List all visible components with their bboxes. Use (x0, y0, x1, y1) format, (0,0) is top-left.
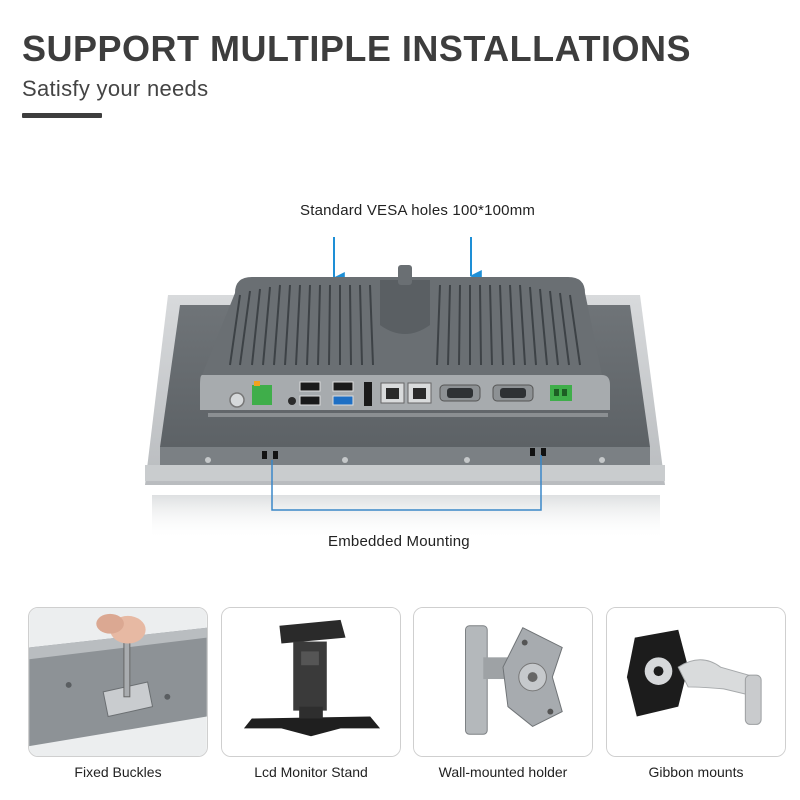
usb-port (299, 381, 321, 392)
lcd-monitor-stand-label: Lcd Monitor Stand (254, 764, 368, 780)
mount-slot (273, 451, 278, 459)
monitor-stand-image (222, 608, 400, 756)
screw (205, 457, 211, 463)
mount-slot (262, 451, 267, 459)
fixed-buckles-card[interactable] (28, 607, 208, 757)
panel-pc-rear-view (140, 225, 670, 555)
wall-mounted-holder-label: Wall-mounted holder (438, 764, 568, 780)
vesa-callout-label: Standard VESA holes 100*100mm (300, 202, 536, 219)
usb-port (299, 395, 321, 406)
usb-port (332, 395, 354, 406)
dc-power-connector (550, 385, 572, 401)
usb-port (332, 381, 354, 392)
title-underline (22, 113, 102, 118)
wall-mounted-holder-card[interactable] (413, 607, 593, 757)
wall-mount-image (414, 608, 592, 756)
screw (342, 457, 348, 463)
gibbon-mount-image (607, 608, 785, 756)
page-subtitle: Satisfy your needs (22, 76, 209, 101)
mount-slot (541, 448, 546, 456)
fixed-buckles-label: Fixed Buckles (74, 764, 162, 780)
page-title: SUPPORT MULTIPLE INSTALLATIONS (22, 28, 691, 69)
gibbon-mounts-label: Gibbon mounts (648, 764, 744, 780)
mount-slot (530, 448, 535, 456)
embedded-callout-label: Embedded Mounting (328, 533, 470, 550)
power-button (229, 392, 245, 408)
terminal-block (252, 385, 272, 405)
gibbon-mounts-card[interactable] (606, 607, 786, 757)
fixed-buckle-image (29, 608, 207, 756)
hdmi-port (364, 382, 372, 406)
screw (464, 457, 470, 463)
lcd-monitor-stand-card[interactable] (221, 607, 401, 757)
screw (599, 457, 605, 463)
